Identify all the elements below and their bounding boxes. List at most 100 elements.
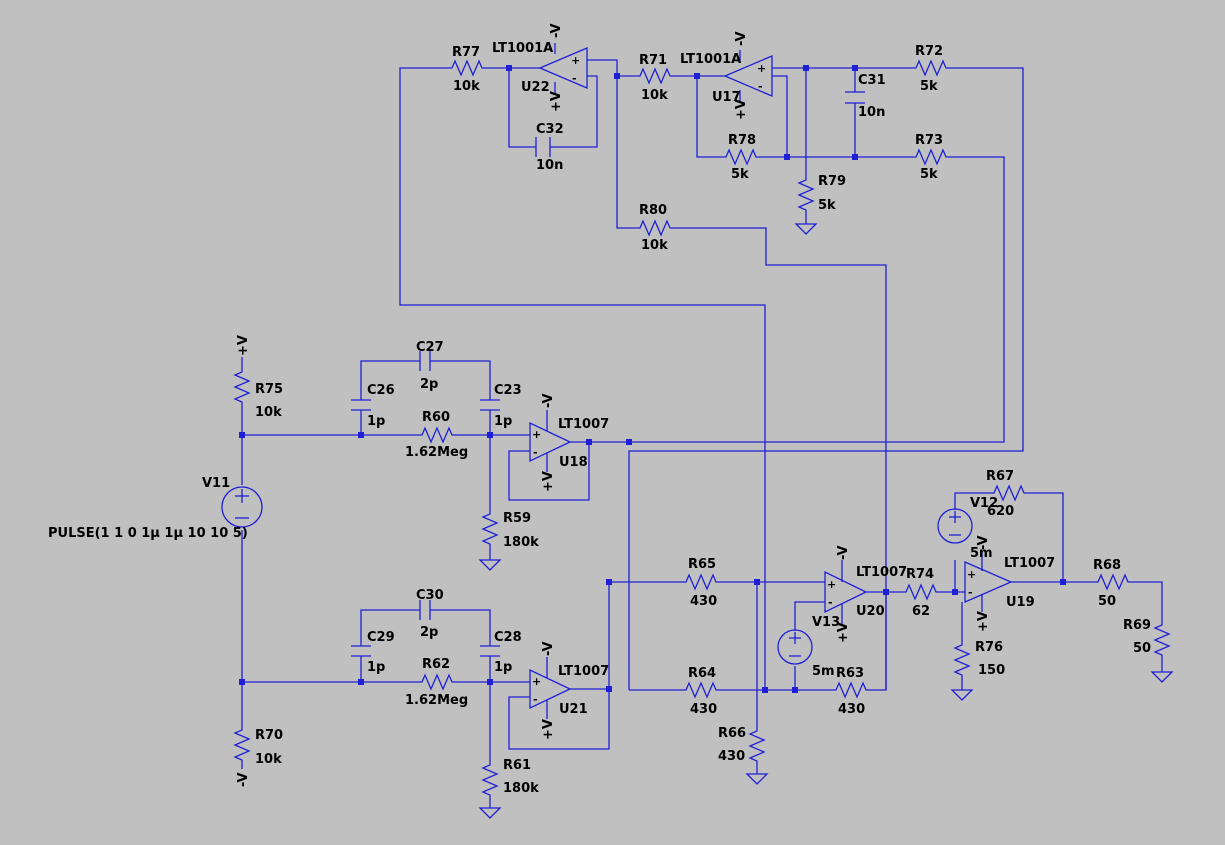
svg-text:1p: 1p	[494, 414, 512, 429]
svg-text:R77: R77	[452, 45, 480, 60]
svg-text:10k: 10k	[255, 752, 282, 767]
svg-text:C26: C26	[367, 383, 395, 398]
capacitor-C32: C32 10n	[535, 122, 564, 173]
opamp-U18: + - LT1007 U18 -V +V	[529, 393, 609, 492]
svg-text:R70: R70	[255, 728, 283, 743]
voltage-source-V13: V13 5m	[777, 615, 840, 679]
svg-text:430: 430	[718, 749, 745, 764]
svg-text:+: +	[571, 54, 580, 67]
svg-text:150: 150	[978, 663, 1005, 678]
svg-text:-V: -V	[541, 393, 556, 408]
svg-text:62: 62	[912, 604, 930, 619]
svg-text:R72: R72	[915, 44, 943, 59]
svg-text:LT1007: LT1007	[1004, 556, 1055, 571]
resistor-R72: R72 5k	[911, 44, 947, 94]
svg-text:C28: C28	[494, 630, 522, 645]
svg-text:U20: U20	[856, 604, 885, 619]
wires	[241, 59, 1163, 808]
svg-text:430: 430	[838, 702, 865, 717]
svg-text:5m: 5m	[812, 664, 835, 679]
junctions	[239, 65, 1066, 693]
resistor-R66: R66 430	[718, 726, 766, 764]
svg-text:R69: R69	[1123, 618, 1151, 633]
opamp-U21: + - LT1007 U21 -V +V	[529, 641, 609, 740]
svg-text:-V: -V	[836, 545, 851, 560]
svg-text:5m: 5m	[970, 546, 993, 561]
voltage-source-V12: V12 5m	[937, 496, 998, 561]
svg-text:10n: 10n	[858, 105, 885, 120]
svg-text:R62: R62	[422, 657, 450, 672]
resistor-R76: R76 150	[953, 640, 1005, 678]
svg-text:R71: R71	[639, 53, 667, 68]
svg-text:-V: -V	[549, 23, 564, 38]
svg-text:2p: 2p	[420, 377, 438, 392]
svg-text:10k: 10k	[255, 405, 282, 420]
svg-text:U17: U17	[712, 90, 741, 105]
capacitor-C31: C31 10n	[845, 73, 886, 120]
svg-text:V12: V12	[970, 496, 998, 511]
svg-text:10k: 10k	[453, 79, 480, 94]
svg-text:-V: -V	[734, 31, 749, 46]
svg-text:+V: +V	[976, 611, 991, 632]
svg-text:+V: +V	[734, 99, 749, 120]
svg-text:-: -	[758, 80, 763, 93]
svg-text:-V: -V	[976, 535, 991, 550]
svg-text:-: -	[572, 72, 577, 85]
resistor-R61: R61 180k	[481, 758, 539, 796]
resistor-R71: R71 10k	[635, 53, 671, 103]
svg-text:5k: 5k	[920, 167, 938, 182]
svg-text:LT1001A: LT1001A	[680, 52, 741, 67]
opamp-U17: + - LT1001A U17 -V +V	[680, 31, 773, 120]
svg-text:R78: R78	[728, 133, 756, 148]
resistor-R69: R69 50	[1123, 618, 1171, 656]
svg-text:C31: C31	[858, 73, 886, 88]
svg-text:V13: V13	[812, 615, 840, 630]
svg-text:+V: +V	[836, 622, 851, 643]
svg-text:-: -	[828, 596, 833, 609]
capacitor-C28: C28 1p	[480, 630, 522, 675]
svg-text:50: 50	[1133, 641, 1151, 656]
opamp-U19: + - LT1007 U19 -V +V	[964, 535, 1055, 632]
resistor-R67: R67 620	[986, 469, 1025, 519]
resistor-R59: R59 180k	[481, 509, 539, 550]
svg-text:R67: R67	[986, 469, 1014, 484]
svg-text:R68: R68	[1093, 558, 1121, 573]
svg-text:-V: -V	[541, 641, 556, 656]
resistor-R77: R77 10k	[447, 45, 483, 94]
svg-text:LT1007: LT1007	[558, 417, 609, 432]
svg-text:LT1007: LT1007	[558, 664, 609, 679]
resistor-R78: R78 5k	[721, 133, 757, 182]
svg-text:R79: R79	[818, 174, 846, 189]
svg-text:U19: U19	[1006, 595, 1035, 610]
resistor-R60: R60 1.62Meg	[405, 410, 468, 460]
supply-label-R75: +V	[236, 335, 251, 367]
svg-text:R75: R75	[255, 382, 283, 397]
svg-text:R80: R80	[639, 203, 667, 218]
svg-text:R66: R66	[718, 726, 746, 741]
svg-text:R73: R73	[915, 133, 943, 148]
svg-text:R74: R74	[906, 567, 934, 582]
opamp-U20: + - LT1007 U20 -V +V	[824, 545, 907, 643]
resistor-R74: R74 62	[901, 567, 937, 619]
svg-text:R59: R59	[503, 511, 531, 526]
svg-text:430: 430	[690, 702, 717, 717]
svg-text:LT1001A: LT1001A	[492, 41, 553, 56]
svg-text:1.62Meg: 1.62Meg	[405, 693, 468, 708]
capacitor-C29: C29 1p	[351, 630, 395, 675]
svg-text:C32: C32	[536, 122, 564, 137]
resistor-R62: R62 1.62Meg	[405, 657, 468, 708]
svg-text:R61: R61	[503, 758, 531, 773]
svg-text:+: +	[967, 568, 976, 581]
svg-text:R65: R65	[688, 557, 716, 572]
svg-text:PULSE(1 1 0 1µ 1µ 10 10 5): PULSE(1 1 0 1µ 1µ 10 10 5)	[48, 526, 248, 541]
svg-text:5k: 5k	[731, 167, 749, 182]
capacitor-C27: C27 2p	[416, 340, 444, 392]
opamp-U22: + - LT1001A U22 -V +V	[492, 23, 588, 112]
ground-symbols	[478, 223, 1174, 819]
svg-text:C23: C23	[494, 383, 522, 398]
svg-text:1.62Meg: 1.62Meg	[405, 445, 468, 460]
svg-text:5k: 5k	[818, 198, 836, 213]
svg-text:1p: 1p	[367, 660, 385, 675]
svg-text:5k: 5k	[920, 79, 938, 94]
